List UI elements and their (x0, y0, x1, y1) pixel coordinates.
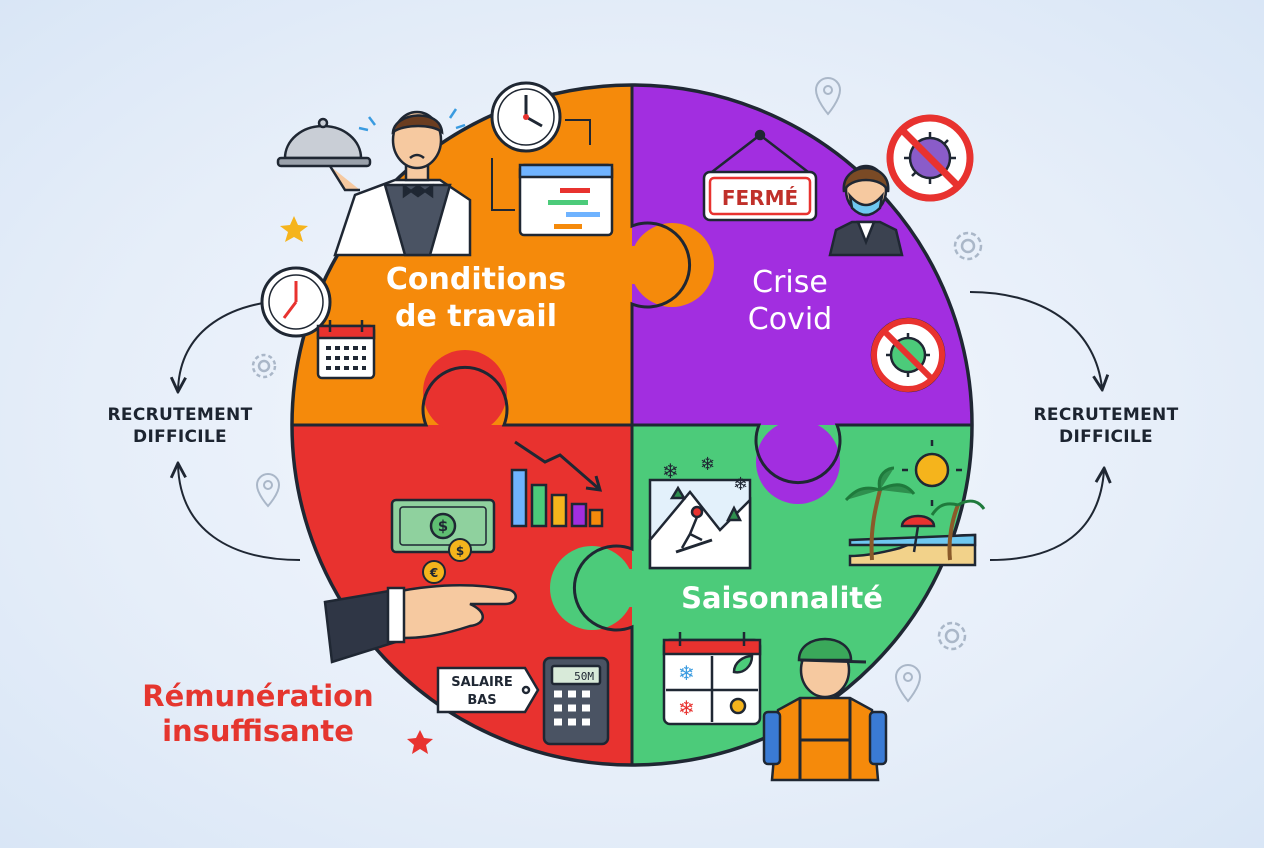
clock-icon (260, 266, 332, 338)
tab-purple-into-green (756, 420, 840, 504)
piece-label-covid-line1: Crise (752, 265, 828, 300)
svg-text:€: € (429, 566, 438, 580)
masked-receptionist-illustration (828, 164, 904, 257)
no-virus-icon (886, 114, 974, 202)
seasons-calendar-icon (662, 632, 762, 726)
waiter-illustration (333, 108, 472, 257)
clock-icon (490, 81, 562, 153)
coin-icon: $ € (422, 538, 472, 584)
gear-icon (937, 621, 967, 651)
svg-text:$: $ (456, 544, 464, 558)
seasonal-worker-illustration (762, 637, 888, 782)
banknote-icon: $ (390, 498, 496, 554)
calculator-icon: 50M (542, 656, 610, 746)
schedule-window-icon (491, 119, 614, 237)
piece-label-remuneration-line1: Rémunération (142, 679, 374, 713)
piece-label-conditions-line1: Conditions (386, 262, 566, 297)
beach-scene-icon (844, 440, 986, 567)
piece-label-remuneration: Rémunération insuffisante (118, 679, 398, 750)
closed-sign-text: FERMÉ (722, 186, 798, 210)
location-pin-icon (255, 472, 281, 508)
piece-label-covid-line2: Covid (748, 302, 832, 337)
no-virus-icon (870, 317, 946, 393)
side-label-right: RECRUTEMENT DIFFICILE (1006, 404, 1206, 448)
cloche-icon (276, 117, 372, 192)
star-icon (280, 216, 308, 242)
gear-icon (953, 231, 983, 261)
tab-orange-into-purple (630, 223, 714, 307)
tab-red-into-orange (423, 350, 507, 434)
svg-text:$: $ (438, 517, 448, 535)
side-label-right-line1: RECRUTEMENT (1033, 405, 1179, 425)
calendar-icon (316, 320, 376, 380)
snowflake-icon: ❄ (662, 459, 679, 483)
snowflake-icon: ❄ (700, 454, 715, 475)
salary-tag-line1: SALAIRE (451, 675, 513, 690)
location-pin-icon (814, 76, 842, 116)
snowflake-icon: ❄ (678, 696, 695, 720)
ski-scene-icon (648, 478, 752, 570)
location-pin-icon (894, 663, 922, 703)
salary-tag-line2: BAS (467, 693, 496, 708)
tab-green-into-red (550, 546, 634, 630)
piece-label-saisonnalite: Saisonnalité (681, 581, 883, 615)
salary-tag: SALAIRE BAS (436, 666, 540, 714)
side-label-left-line2: DIFFICILE (133, 427, 227, 448)
side-label-left: RECRUTEMENT DIFFICILE (80, 404, 280, 448)
snowflake-icon: ❄ (678, 661, 695, 685)
closed-sign: FERMÉ (702, 129, 818, 222)
side-label-right-line2: DIFFICILE (1059, 427, 1153, 448)
side-label-left-line1: RECRUTEMENT (107, 405, 253, 425)
open-hand-illustration (323, 584, 517, 664)
star-icon (407, 730, 433, 754)
right-cycle-arrow-bottom (989, 470, 1104, 561)
right-cycle-arrow-top (969, 291, 1102, 388)
piece-label-conditions-line2: de travail (395, 299, 557, 334)
piece-label-remuneration-line2: insuffisante (162, 714, 354, 749)
calculator-display-text: 50M (574, 670, 594, 683)
snowflake-icon: ❄ (733, 474, 748, 495)
declining-bar-chart-icon (510, 440, 604, 528)
gear-icon (251, 353, 277, 379)
left-cycle-arrow-bottom (178, 465, 301, 561)
